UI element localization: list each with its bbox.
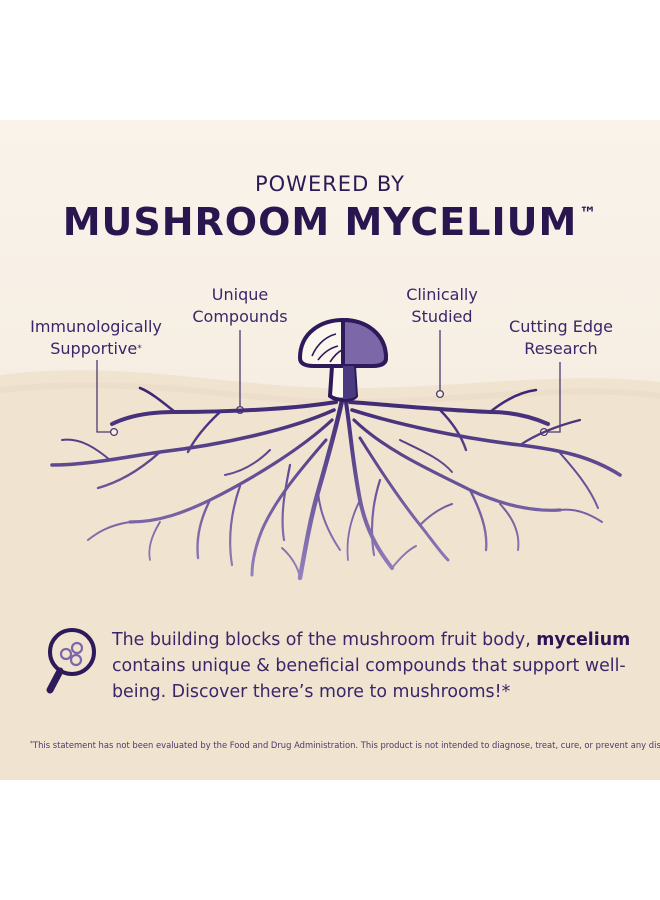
label-line: Research [524, 339, 598, 358]
label-line: Cutting Edge [509, 317, 613, 336]
mycelium-highlight: mycelium [536, 630, 631, 650]
label-line: Supportive* [50, 339, 142, 358]
label-line: Immunologically [30, 317, 162, 336]
label-clinically-studied: Clinically Studied [382, 284, 502, 328]
asterisk-marker: * [30, 740, 33, 747]
mushroom-icon [297, 317, 389, 402]
label-immunologically-supportive: Immunologically Supportive* [26, 316, 166, 360]
label-cutting-edge-research: Cutting Edge Research [500, 316, 622, 360]
mycelium-roots [50, 386, 622, 581]
magnifying-glass-icon [46, 628, 96, 694]
asterisk-marker: * [137, 344, 142, 354]
label-line: Studied [411, 307, 473, 326]
main-heading-text: MUSHROOM MYCELIUM [62, 200, 578, 244]
trademark-symbol: ™ [579, 204, 598, 224]
label-line: Compounds [192, 307, 288, 326]
label-line: Unique [211, 285, 269, 304]
mycelium-illustration [46, 317, 622, 694]
label-line: Clinically [406, 285, 478, 304]
fda-disclaimer: *This statement has not been evaluated b… [30, 740, 660, 750]
eyebrow-heading: POWERED BY [254, 172, 406, 196]
label-unique-compounds: Unique Compounds [180, 284, 300, 328]
description-text: The building blocks of the mushroom frui… [112, 630, 631, 702]
